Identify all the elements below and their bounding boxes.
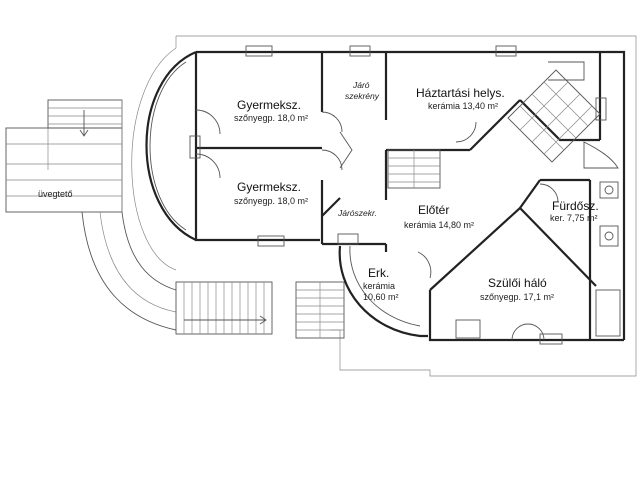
- tiled-area: [507, 61, 601, 163]
- site-boundary: [175, 35, 637, 377]
- doors: [195, 109, 559, 341]
- label-haztartasi-name: Háztartási helys.: [416, 86, 505, 100]
- label-furdo-detail: ker. 7,75 m²: [550, 213, 598, 223]
- label-gyermek1-name: Gyermeksz.: [237, 98, 301, 112]
- label-furdo-name: Fürdősz.: [552, 199, 599, 213]
- label-erkely-detail1: kerámia: [363, 281, 395, 291]
- label-gyermek2-name: Gyermeksz.: [237, 180, 301, 194]
- windows: [189, 45, 607, 345]
- bathroom-fixtures: [583, 141, 621, 337]
- label-szuloi-name: Szülői háló: [488, 276, 547, 290]
- label-gyermek1-detail: szőnyegp. 18,0 m²: [234, 113, 308, 123]
- left-stairs: [175, 281, 273, 335]
- label-eloter-name: Előtér: [418, 203, 449, 217]
- label-haztartasi-detail: kerámia 13,40 m²: [428, 101, 498, 111]
- label-jaroszekr: Járószekr.: [337, 208, 377, 218]
- label-gyermek2-detail: szőnyegp. 18,0 m²: [234, 196, 308, 206]
- label-jaro-1: Járó: [352, 80, 370, 90]
- label-erkely-name: Erk.: [368, 266, 389, 280]
- label-jaro-2: szekrény: [345, 91, 380, 101]
- middle-stairs: [295, 281, 345, 339]
- curved-walkway: [81, 211, 177, 331]
- balcony: [338, 245, 428, 338]
- inner-stairs: [387, 149, 441, 189]
- label-eloter-detail: kerámia 14,80 m²: [404, 220, 474, 230]
- label-szuloi-detail: szőnyegp. 17,1 m²: [480, 292, 554, 302]
- label-uvegteto: üvegtető: [38, 189, 73, 199]
- bay-walls: [131, 47, 197, 271]
- glass-roof: [5, 99, 123, 213]
- label-erkely-detail2: 10,60 m²: [363, 292, 399, 302]
